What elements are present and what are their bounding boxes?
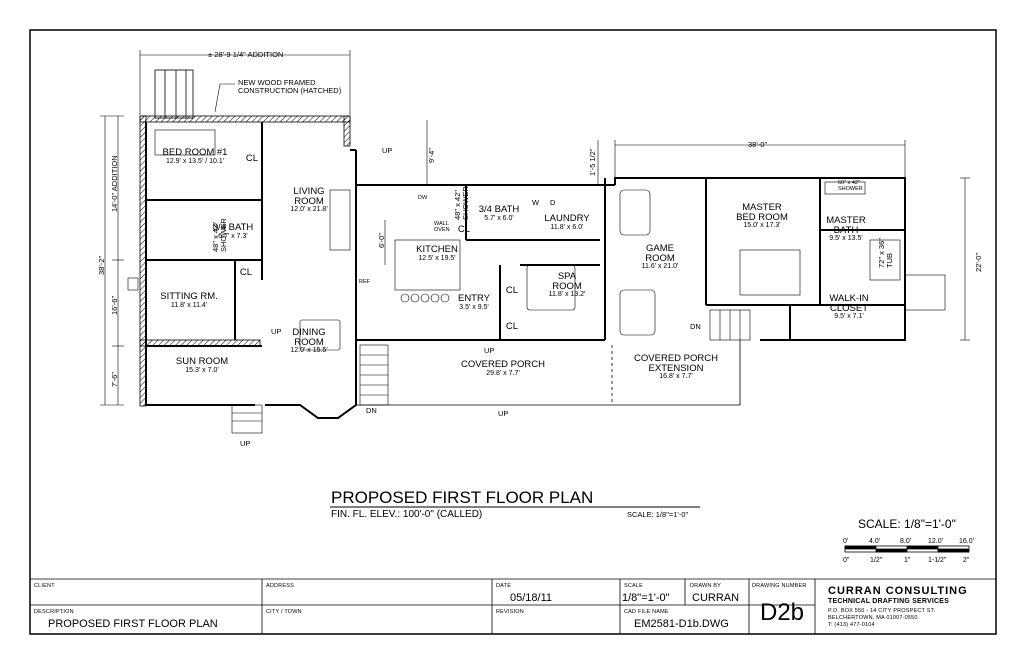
dim-38-2: 38'-2" (97, 255, 106, 275)
tb-company: CURRAN CONSULTING (828, 585, 968, 597)
label-d: D (550, 198, 556, 207)
label-wall-oven: WALL OVEN (434, 221, 450, 233)
tb-revision-label: REVISION (496, 609, 524, 615)
dim-14-0: 14'-0" ADDITION (110, 155, 119, 212)
scale-top-1: 4.0' (869, 538, 881, 545)
label-shower-left: 48" x 42" SHOWER (211, 218, 228, 252)
dim-16-6: 16'-6" (110, 295, 119, 315)
tb-drawn-by-label: DRAWN BY (690, 583, 722, 589)
tb-address-2: BELCHERTOWN, MA 01007-0550 (828, 615, 918, 621)
scale-top-2: 8.0' (900, 538, 912, 545)
covered-porch-outline (356, 340, 741, 406)
room-sitting: SITTING RM.11.8' x 11.4' (160, 291, 218, 309)
scale-bottom-1: 1/2" (870, 557, 883, 564)
tb-company-sub: TECHNICAL DRAFTING SERVICES (828, 598, 950, 605)
sheet-border (29, 29, 997, 635)
furniture (154, 129, 901, 351)
label-dn-2: DN (690, 322, 701, 331)
scale-top-3: 12.0' (928, 538, 943, 545)
tb-description: PROPOSED FIRST FLOOR PLAN (48, 618, 218, 630)
scale-bottom-0: 0" (843, 557, 850, 564)
label-dn-1: DN (366, 406, 377, 415)
dim-7-6: 7'-6" (110, 372, 119, 387)
scale-bottom-2: 1" (904, 557, 911, 564)
dimension-addition (139, 50, 351, 115)
tb-description-label: DESCRIPTION (34, 609, 74, 615)
stairs (231, 309, 751, 434)
tb-client-label: CLIENT (34, 583, 55, 589)
scale-big: SCALE: 1/8"=1'-0" (858, 517, 956, 531)
label-ref: REF (359, 279, 370, 285)
scale-bar (844, 545, 970, 553)
label-w: W (532, 198, 540, 207)
room-cl-1: CL (245, 153, 259, 164)
note-leader (214, 83, 235, 113)
label-up-1: UP (382, 146, 393, 155)
label-up-3: UP (484, 346, 495, 355)
dim-1-5: 1'-5 1/2" (588, 148, 597, 176)
tb-date-label: DATE (496, 583, 512, 589)
dim-22-0: 22'-0" (974, 252, 983, 272)
scale-small: SCALE: 1/8"=1'-0" (627, 510, 689, 519)
finish-floor-elevation: FIN. FL. ELEV.: 100'-0" (CALLED) (331, 509, 483, 520)
label-up-4: UP (498, 409, 509, 418)
tb-cad-file: EM2581-D1b.DWG (634, 618, 729, 630)
room-cl-2: CL (239, 267, 253, 278)
scale-top-0: 0' (843, 538, 849, 545)
room-cl-3: CL (457, 224, 471, 235)
label-tub: 72" x 36" TUB (877, 238, 894, 268)
room-cl-5: CL (505, 321, 519, 332)
chimney (154, 69, 194, 119)
dim-9-4: 9'-4" (427, 148, 436, 163)
label-up-2: UP (271, 327, 282, 336)
tb-date: 05/18/11 (510, 592, 553, 604)
title-block-grid (30, 578, 996, 634)
tb-drawing-number-label: DRAWING NUMBER (752, 583, 807, 589)
left-dimensions (100, 115, 139, 406)
walls (145, 122, 906, 419)
scale-top-4: 16.0' (959, 538, 974, 545)
tb-cad-label: CAD FILE NAME (624, 609, 669, 615)
scale-bottom-3: 1-1/2" (928, 557, 947, 564)
side-deck (904, 274, 946, 311)
tb-scale: 1/8"=1'-0" (622, 592, 670, 604)
drawing-title: PROPOSED FIRST FLOOR PLAN (331, 488, 594, 507)
tb-drawn-by: CURRAN (692, 592, 740, 604)
note-addition: ± 28'-9 1/4" ADDITION (208, 50, 284, 59)
tb-scale-label: SCALE (624, 583, 644, 589)
label-up-5: UP (240, 439, 251, 448)
tb-address-1: P.O. BOX 550 - 14 CITY PROSPECT ST. (828, 608, 936, 614)
tb-phone: T: (413) 477-0104 (828, 622, 875, 628)
dim-38-0: 38'-0" (748, 140, 768, 149)
label-dw: DW (418, 195, 428, 201)
label-shower-master: 60" x 42" SHOWER (838, 180, 863, 192)
note-new-wood: NEW WOOD FRAMED CONSTRUCTION (HATCHED) (238, 78, 342, 95)
label-shower-mid: 48" x 42" SHOWER (453, 186, 470, 220)
tb-drawing-number: D2b (760, 599, 805, 626)
room-cl-4: CL (505, 285, 519, 296)
right-dimensions (384, 120, 970, 341)
dim-6-0: 6'-0" (377, 233, 386, 248)
tb-city-label: CITY / TOWN (266, 609, 302, 615)
tb-address-label: ADDRESS (266, 583, 294, 589)
scale-bottom-4: 2" (963, 557, 970, 564)
